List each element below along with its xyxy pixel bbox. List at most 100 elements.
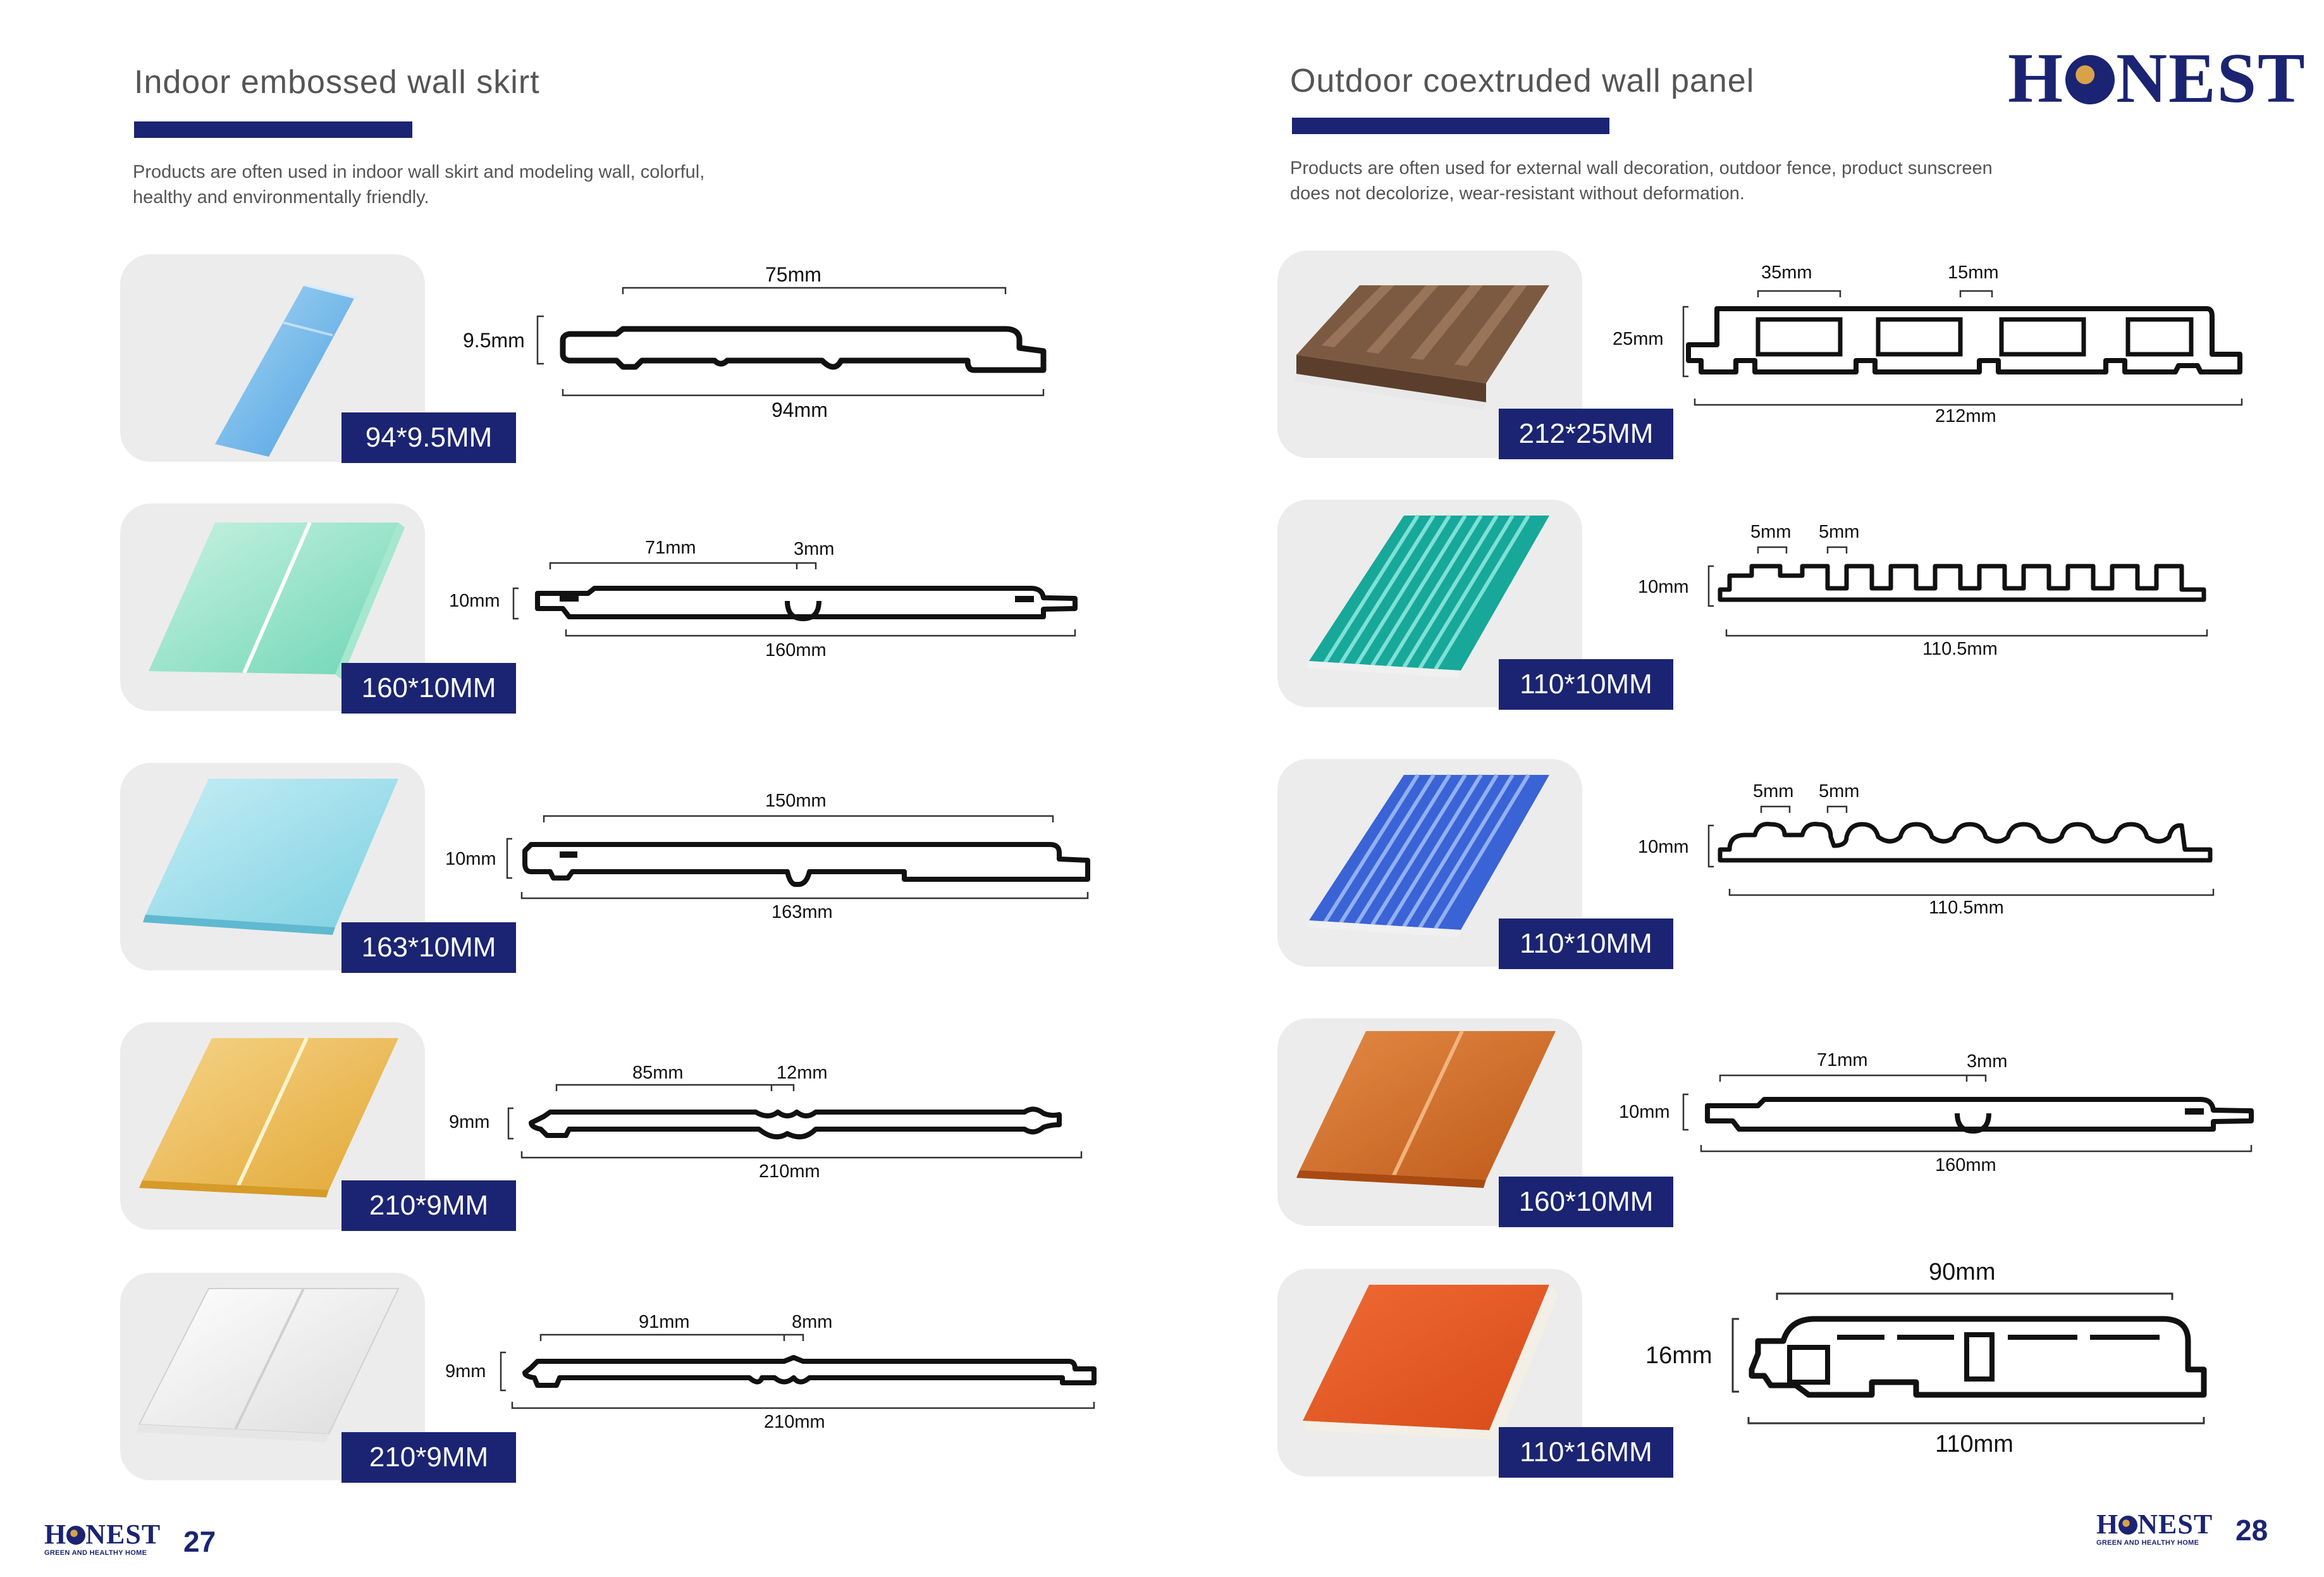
right-title-bar	[1292, 118, 1609, 134]
right-desc-line-1: Products are often used for external wal…	[1290, 158, 1993, 178]
product-photo-card	[120, 254, 425, 462]
size-badge: 94*9.5MM	[341, 412, 516, 463]
size-badge: 210*9MM	[341, 1432, 516, 1483]
dim-height: 16mm	[1645, 1342, 1712, 1369]
dim-b: 5mm	[1819, 522, 1860, 542]
profile-cross-section	[507, 1084, 1083, 1159]
globe-icon	[2118, 1516, 2138, 1535]
left-title-bar	[134, 121, 412, 138]
profile-drawing: 90mm 16mm 110mm	[1644, 1259, 2277, 1474]
profile-cross-section	[536, 287, 1047, 397]
dim-a: 5mm	[1750, 522, 1792, 542]
mint-wall-skirt-image	[149, 521, 405, 679]
page-number-right: 28	[2235, 1514, 2268, 1547]
dim-width: 210mm	[759, 1161, 820, 1182]
right-desc-line-2: does not decolorize, wear-resistant with…	[1290, 183, 1745, 204]
size-badge: 210*9MM	[341, 1180, 516, 1231]
footer-tagline: GREEN AND HEALTHY HOME	[44, 1549, 147, 1557]
dim-top: 91mm	[639, 1312, 690, 1332]
white-wall-skirt-image	[136, 1288, 400, 1442]
dim-top: 90mm	[1929, 1259, 1996, 1285]
dim-height: 10mm	[1638, 577, 1689, 597]
profile-drawing: 5mm 5mm 10mm 110.5mm	[1619, 519, 2251, 671]
dim-width: 163mm	[772, 902, 833, 922]
dim-height: 9mm	[445, 1361, 486, 1382]
dim-width: 110mm	[1935, 1431, 2014, 1457]
dim-a: 5mm	[1753, 781, 1794, 801]
profile-cross-section	[1731, 1292, 2207, 1425]
profile-cross-section	[1682, 290, 2243, 406]
footer-tagline: GREEN AND HEALTHY HOME	[2096, 1539, 2199, 1547]
profile-cross-section	[1707, 546, 2208, 637]
green-fluted-panel-image	[1306, 514, 1549, 678]
dim-top: 75mm	[765, 263, 821, 286]
brown-slat-panel-image	[1294, 285, 1549, 410]
globe-icon	[2065, 55, 2115, 104]
dim-width: 212mm	[1935, 406, 1996, 426]
dim-groove: 12mm	[777, 1063, 828, 1083]
product-photo-card	[1277, 1269, 1582, 1476]
dim-b: 15mm	[1948, 263, 1999, 283]
profile-cross-section	[1707, 805, 2215, 896]
left-section-title: Indoor embossed wall skirt	[134, 64, 540, 101]
dim-width: 110.5mm	[1922, 639, 1998, 659]
globe-icon	[66, 1526, 86, 1545]
dim-height: 9mm	[449, 1112, 490, 1132]
profile-cross-section	[506, 815, 1090, 900]
dim-height: 25mm	[1613, 329, 1664, 349]
blue-fluted-panel-image	[1306, 774, 1549, 937]
dim-height: 10mm	[445, 849, 496, 869]
dim-width: 210mm	[764, 1412, 825, 1432]
dim-width: 160mm	[765, 640, 827, 660]
right-section-title: Outdoor coextruded wall panel	[1290, 63, 1755, 99]
dim-top: 71mm	[645, 538, 696, 558]
dim-height: 10mm	[1619, 1102, 1670, 1122]
dim-top: 85mm	[632, 1063, 684, 1083]
dim-groove: 3mm	[1967, 1051, 2008, 1072]
dim-a: 35mm	[1761, 263, 1812, 283]
yellow-wall-skirt-image	[139, 1037, 398, 1197]
dim-width: 160mm	[1935, 1155, 1996, 1175]
blue-wall-skirt-image	[215, 285, 360, 457]
size-badge: 160*10MM	[341, 663, 516, 714]
profile-drawing: 35mm 15mm 25mm 212mm	[1600, 259, 2264, 436]
size-badge: 110*10MM	[1499, 659, 1673, 710]
profile-drawing: 150mm 10mm 163mm	[436, 791, 1094, 936]
dim-width: 94mm	[772, 399, 828, 421]
size-badge: 160*10MM	[1499, 1177, 1673, 1227]
size-badge: 110*16MM	[1499, 1427, 1673, 1478]
dim-width: 110.5mm	[1929, 898, 2004, 918]
profile-drawing: 75mm 9.5mm 94mm	[462, 263, 1069, 430]
dim-height: 10mm	[1638, 837, 1689, 857]
size-badge: 163*10MM	[341, 922, 516, 973]
size-badge: 110*10MM	[1499, 918, 1673, 969]
dim-groove: 3mm	[794, 539, 835, 559]
profile-drawing: 85mm 12mm 9mm 210mm	[443, 1056, 1088, 1196]
profile-drawing: 91mm 8mm 9mm 210mm	[443, 1307, 1100, 1446]
profile-cross-section	[500, 1333, 1097, 1409]
profile-drawing: 5mm 5mm 10mm 110.5mm	[1619, 775, 2251, 927]
left-desc-line-2: healthy and environmentally friendly.	[133, 187, 429, 207]
dim-top: 71mm	[1817, 1050, 1868, 1070]
dim-groove: 8mm	[792, 1312, 833, 1332]
left-section-description: Products are often used in indoor wall s…	[133, 159, 704, 210]
product-photo-card	[120, 763, 425, 970]
red-orange-panel-image	[1303, 1285, 1559, 1440]
profile-cross-section	[512, 562, 1078, 637]
dim-b: 5mm	[1819, 781, 1860, 801]
profile-drawing: 71mm 3mm 10mm 160mm	[443, 538, 1088, 664]
dim-top: 150mm	[765, 791, 827, 811]
profile-drawing: 71mm 3mm 10mm 160mm	[1600, 1050, 2258, 1177]
orange-wood-panel-image	[1296, 1030, 1556, 1188]
right-section-description: Products are often used for external wal…	[1290, 156, 1993, 206]
dim-height: 9.5mm	[463, 329, 525, 352]
aqua-wall-skirt-image	[143, 779, 398, 935]
left-desc-line-1: Products are often used in indoor wall s…	[133, 162, 705, 182]
profile-cross-section	[1682, 1074, 2254, 1153]
size-badge: 212*25MM	[1499, 409, 1673, 459]
page-number-left: 27	[183, 1525, 216, 1558]
dim-height: 10mm	[449, 591, 500, 611]
